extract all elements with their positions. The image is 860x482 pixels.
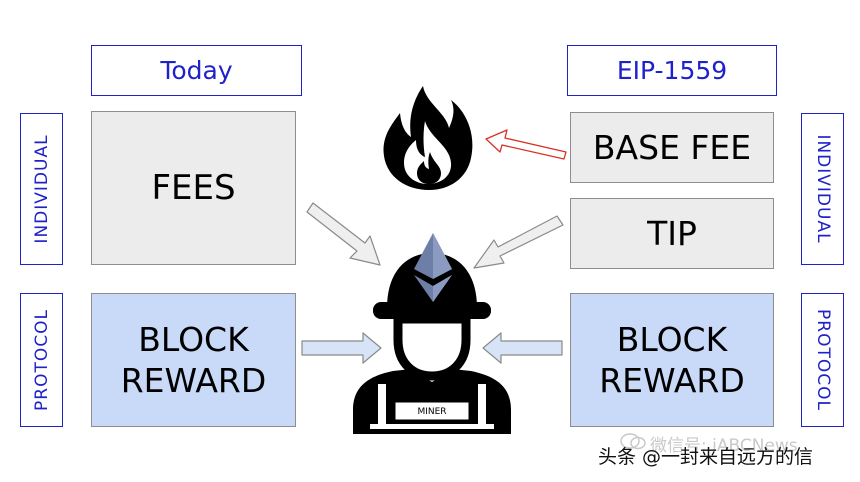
protocol-label-right: PROTOCOL (801, 293, 844, 427)
watermark-text: 头条 @一封来自远方的信 (598, 446, 814, 468)
base-fee-label: BASE FEE (592, 128, 752, 167)
block-reward-left-arrow (301, 332, 382, 364)
ethereum-icon (414, 233, 452, 302)
individual-label-right: INDIVIDUAL (801, 113, 844, 265)
block-reward-right-line2: REWARD (599, 361, 745, 400)
watermark-ghost: 微信号: iABCNews (650, 436, 798, 456)
protocol-label-left: PROTOCOL (20, 293, 63, 427)
block-reward-box-right: BLOCK REWARD (570, 293, 774, 427)
miner-badge-label: MINER (417, 407, 447, 417)
today-header: Today (91, 45, 302, 96)
burn-arrow (485, 129, 567, 160)
wechat-logo-icon (620, 433, 646, 450)
block-reward-left-line2: REWARD (120, 361, 267, 400)
tip-to-miner-arrow (473, 215, 564, 269)
miner-icon (353, 253, 511, 434)
fire-icon (383, 86, 473, 190)
fees-box: FEES (91, 111, 296, 265)
individual-label-left: INDIVIDUAL (20, 113, 63, 265)
eip-1559-header: EIP-1559 (567, 45, 777, 96)
base-fee-box: BASE FEE (570, 112, 774, 183)
tip-box: TIP (570, 198, 774, 269)
block-reward-box-left: BLOCK REWARD (91, 293, 296, 427)
fees-to-miner-arrow (306, 202, 381, 266)
block-reward-right-arrow (482, 332, 563, 364)
block-reward-left-line1: BLOCK (138, 320, 249, 359)
block-reward-right-line1: BLOCK (616, 320, 728, 359)
tip-label: TIP (647, 214, 697, 253)
fees-label: FEES (151, 168, 236, 208)
